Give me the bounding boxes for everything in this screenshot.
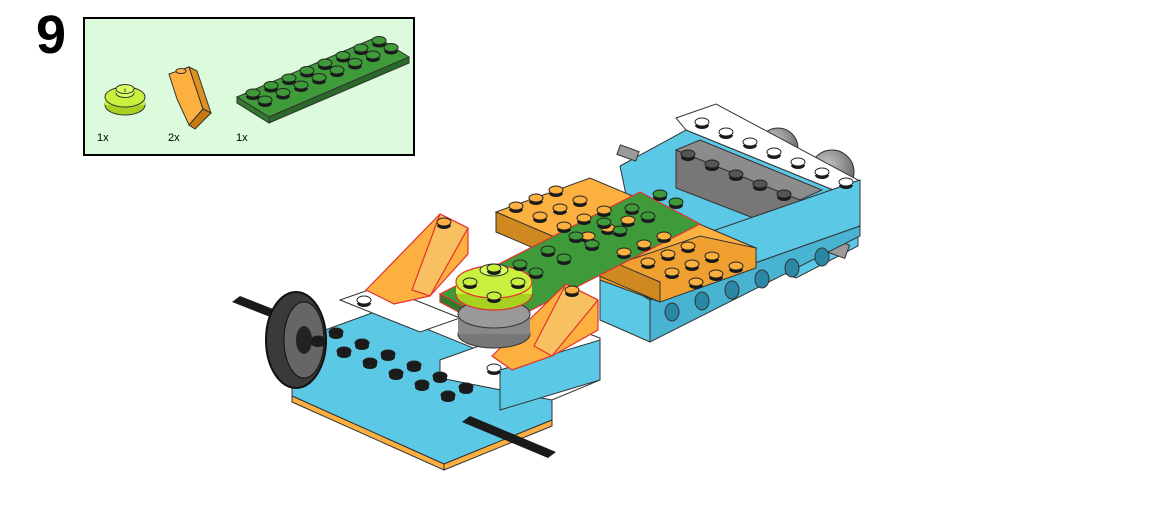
rear-brick-stud (681, 150, 695, 161)
green-plate-stud (585, 240, 599, 251)
orange-plate-stud (657, 232, 671, 243)
front-beam-stud (433, 372, 447, 383)
orange-plate-stud (617, 248, 631, 259)
orange-plate-stud (689, 278, 703, 289)
front-beam-stud (363, 358, 377, 369)
front-beam-stud (311, 336, 325, 347)
rear-rail-stud (719, 128, 733, 139)
orange-plate-stud (597, 206, 611, 217)
green-plate-stud (625, 204, 639, 215)
green-plate-stud (613, 226, 627, 237)
beam-hole (725, 281, 739, 299)
green-plate-stud (557, 254, 571, 265)
orange-plate-stud (553, 204, 567, 215)
green-plate-stud (513, 260, 527, 271)
orange-plate-stud (549, 186, 563, 197)
orange-plate-stud (509, 202, 523, 213)
rear-brick-stud (777, 190, 791, 201)
orange-plate-stud (705, 252, 719, 263)
green-plate-stud (529, 268, 543, 279)
rear-rail-stud (695, 118, 709, 129)
front-beam-stud (441, 391, 455, 402)
slope-stud (437, 218, 451, 229)
front-beam-stud (381, 350, 395, 361)
rear-rail-stud (791, 158, 805, 169)
rear-rail-stud (743, 138, 757, 149)
orange-plate-stud (533, 212, 547, 223)
slope-stud (565, 286, 579, 297)
green-plate-stud (669, 198, 683, 209)
round-plate-stud (511, 278, 525, 289)
front-beam-stud (389, 369, 403, 380)
orange-plate-stud (573, 196, 587, 207)
orange-plate-stud (709, 270, 723, 281)
round-plate-stud (487, 292, 501, 303)
front-beam-stud (407, 361, 421, 372)
beam-hole (695, 292, 709, 310)
rear-brick-stud (729, 170, 743, 181)
orange-plate-stud (637, 240, 651, 251)
orange-plate-stud (641, 258, 655, 269)
beam-hole (815, 248, 829, 266)
rear-rail-stud (815, 168, 829, 179)
beam-hole (665, 303, 679, 321)
green-plate-stud (541, 246, 555, 257)
white-stud (357, 296, 371, 307)
beam-hole (785, 259, 799, 277)
round-plate-stud (463, 278, 477, 289)
orange-plate-stud (661, 250, 675, 261)
green-plate-stud (653, 190, 667, 201)
front-beam-stud (459, 383, 473, 394)
rear-brick-stud (705, 160, 719, 171)
orange-plate-stud (685, 260, 699, 271)
white-stud (487, 364, 501, 375)
rear-rail-stud (767, 148, 781, 159)
orange-plate-stud (557, 222, 571, 233)
front-beam-stud (415, 380, 429, 391)
orange-plate-stud (577, 214, 591, 225)
front-beam-stud (337, 347, 351, 358)
orange-plate-stud (665, 268, 679, 279)
rear-rail-stud (839, 178, 853, 189)
orange-plate-stud (529, 194, 543, 205)
green-plate-stud (641, 212, 655, 223)
green-plate-stud (597, 218, 611, 229)
front-beam-stud (355, 339, 369, 350)
orange-plate-stud (621, 216, 635, 227)
orange-plate-stud (729, 262, 743, 273)
orange-plate-stud (681, 242, 695, 253)
round-plate-stud (487, 264, 501, 275)
front-beam-stud (329, 328, 343, 339)
beam-hole (755, 270, 769, 288)
green-plate-stud (569, 232, 583, 243)
rear-brick-stud (753, 180, 767, 191)
